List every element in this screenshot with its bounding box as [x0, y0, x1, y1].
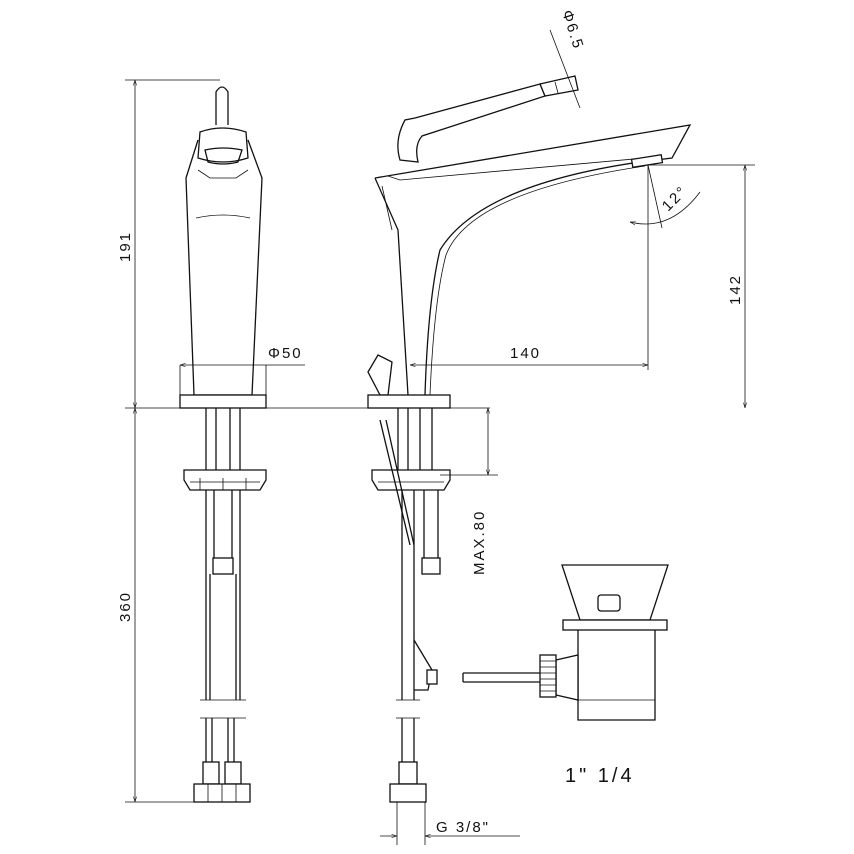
dim-spout-height: 142: [727, 274, 744, 305]
dim-360: 360: [117, 591, 134, 622]
side-dimensions: Φ6.5 140 142 12° MAX.80 G 3/8": [380, 8, 755, 845]
dim-thread: G 3/8": [436, 819, 490, 836]
dim-handle-diameter: Φ6.5: [558, 8, 587, 52]
left-dimensions: 191 360 Φ50: [117, 79, 490, 803]
drain-assembly: 1" 1/4: [462, 564, 669, 787]
dim-max-deck: MAX.80: [471, 510, 488, 575]
dim-191: 191: [117, 231, 134, 262]
dim-base-diameter: Φ50: [268, 345, 303, 362]
side-view: [367, 75, 692, 803]
front-view: [179, 86, 267, 803]
dim-spout-angle: 12°: [659, 183, 691, 215]
drain-size-label: 1" 1/4: [565, 765, 635, 787]
dim-spout-reach: 140: [510, 345, 541, 362]
